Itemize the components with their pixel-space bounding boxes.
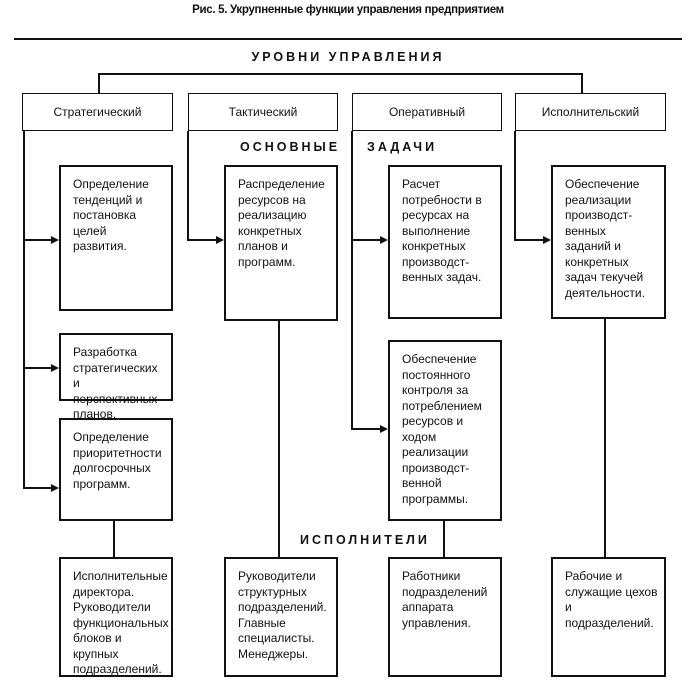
connector: [514, 131, 516, 240]
level-executive: Исполнительский: [515, 93, 666, 131]
level-strategic: Стратегический: [22, 93, 173, 131]
tasks-heading-2: ЗАДАЧИ: [367, 140, 438, 154]
arrow-icon: [51, 364, 59, 372]
connector: [23, 367, 51, 369]
arrow-icon: [380, 425, 388, 433]
task-box-strategic-3: Определение приоритетности долгосрочных …: [59, 418, 173, 521]
connector: [187, 239, 216, 241]
task-box-operational-2: Обеспечение постоянного контроля за потр…: [388, 340, 502, 521]
arrow-icon: [380, 236, 388, 244]
connector: [351, 428, 380, 430]
executor-box-tactical: Руководители структурных подразделений. …: [224, 557, 338, 677]
tasks-heading-1: ОСНОВНЫЕ: [240, 140, 341, 154]
task-box-operational-1: Расчет потребности в ресурсах на выполне…: [388, 165, 502, 319]
connector: [604, 319, 606, 558]
connector: [98, 73, 100, 93]
level-tactical: Тактический: [188, 93, 338, 131]
task-box-tactical: Распределение ресурсов на реализацию кон…: [224, 165, 338, 321]
connector: [351, 131, 353, 429]
connector: [351, 239, 380, 241]
task-box-strategic-1: Определение тенденций и постановка целей…: [59, 165, 173, 311]
connector: [581, 73, 583, 93]
arrow-icon: [543, 236, 551, 244]
arrow-icon: [51, 484, 59, 492]
connector: [278, 321, 280, 558]
level-operational: Оперативный: [352, 93, 502, 131]
executor-box-executive: Рабочие и служащие цехов и подразделений…: [551, 557, 666, 677]
connector: [23, 487, 51, 489]
executor-box-operational: Работники подразделений аппарата управле…: [388, 557, 502, 677]
connector: [98, 73, 582, 75]
connector: [443, 521, 445, 558]
title-rule: [14, 38, 682, 40]
executors-heading: ИСПОЛНИТЕЛИ: [296, 533, 434, 547]
connector: [23, 239, 51, 241]
connector: [23, 131, 25, 488]
levels-heading: УРОВНИ УПРАВЛЕНИЯ: [251, 50, 445, 64]
task-box-strategic-2: Разработка стратегических и перспективны…: [59, 333, 173, 421]
task-box-executive: Обеспечение реализации производст- венны…: [551, 165, 666, 319]
connector: [187, 131, 189, 240]
connector: [113, 521, 115, 558]
arrow-icon: [51, 236, 59, 244]
figure-title: Рис. 5. Укрупненные функции управления п…: [192, 4, 504, 16]
connector: [514, 239, 543, 241]
executor-box-strategic: Исполнительные директора. Руководители ф…: [59, 557, 173, 677]
arrow-icon: [216, 236, 224, 244]
